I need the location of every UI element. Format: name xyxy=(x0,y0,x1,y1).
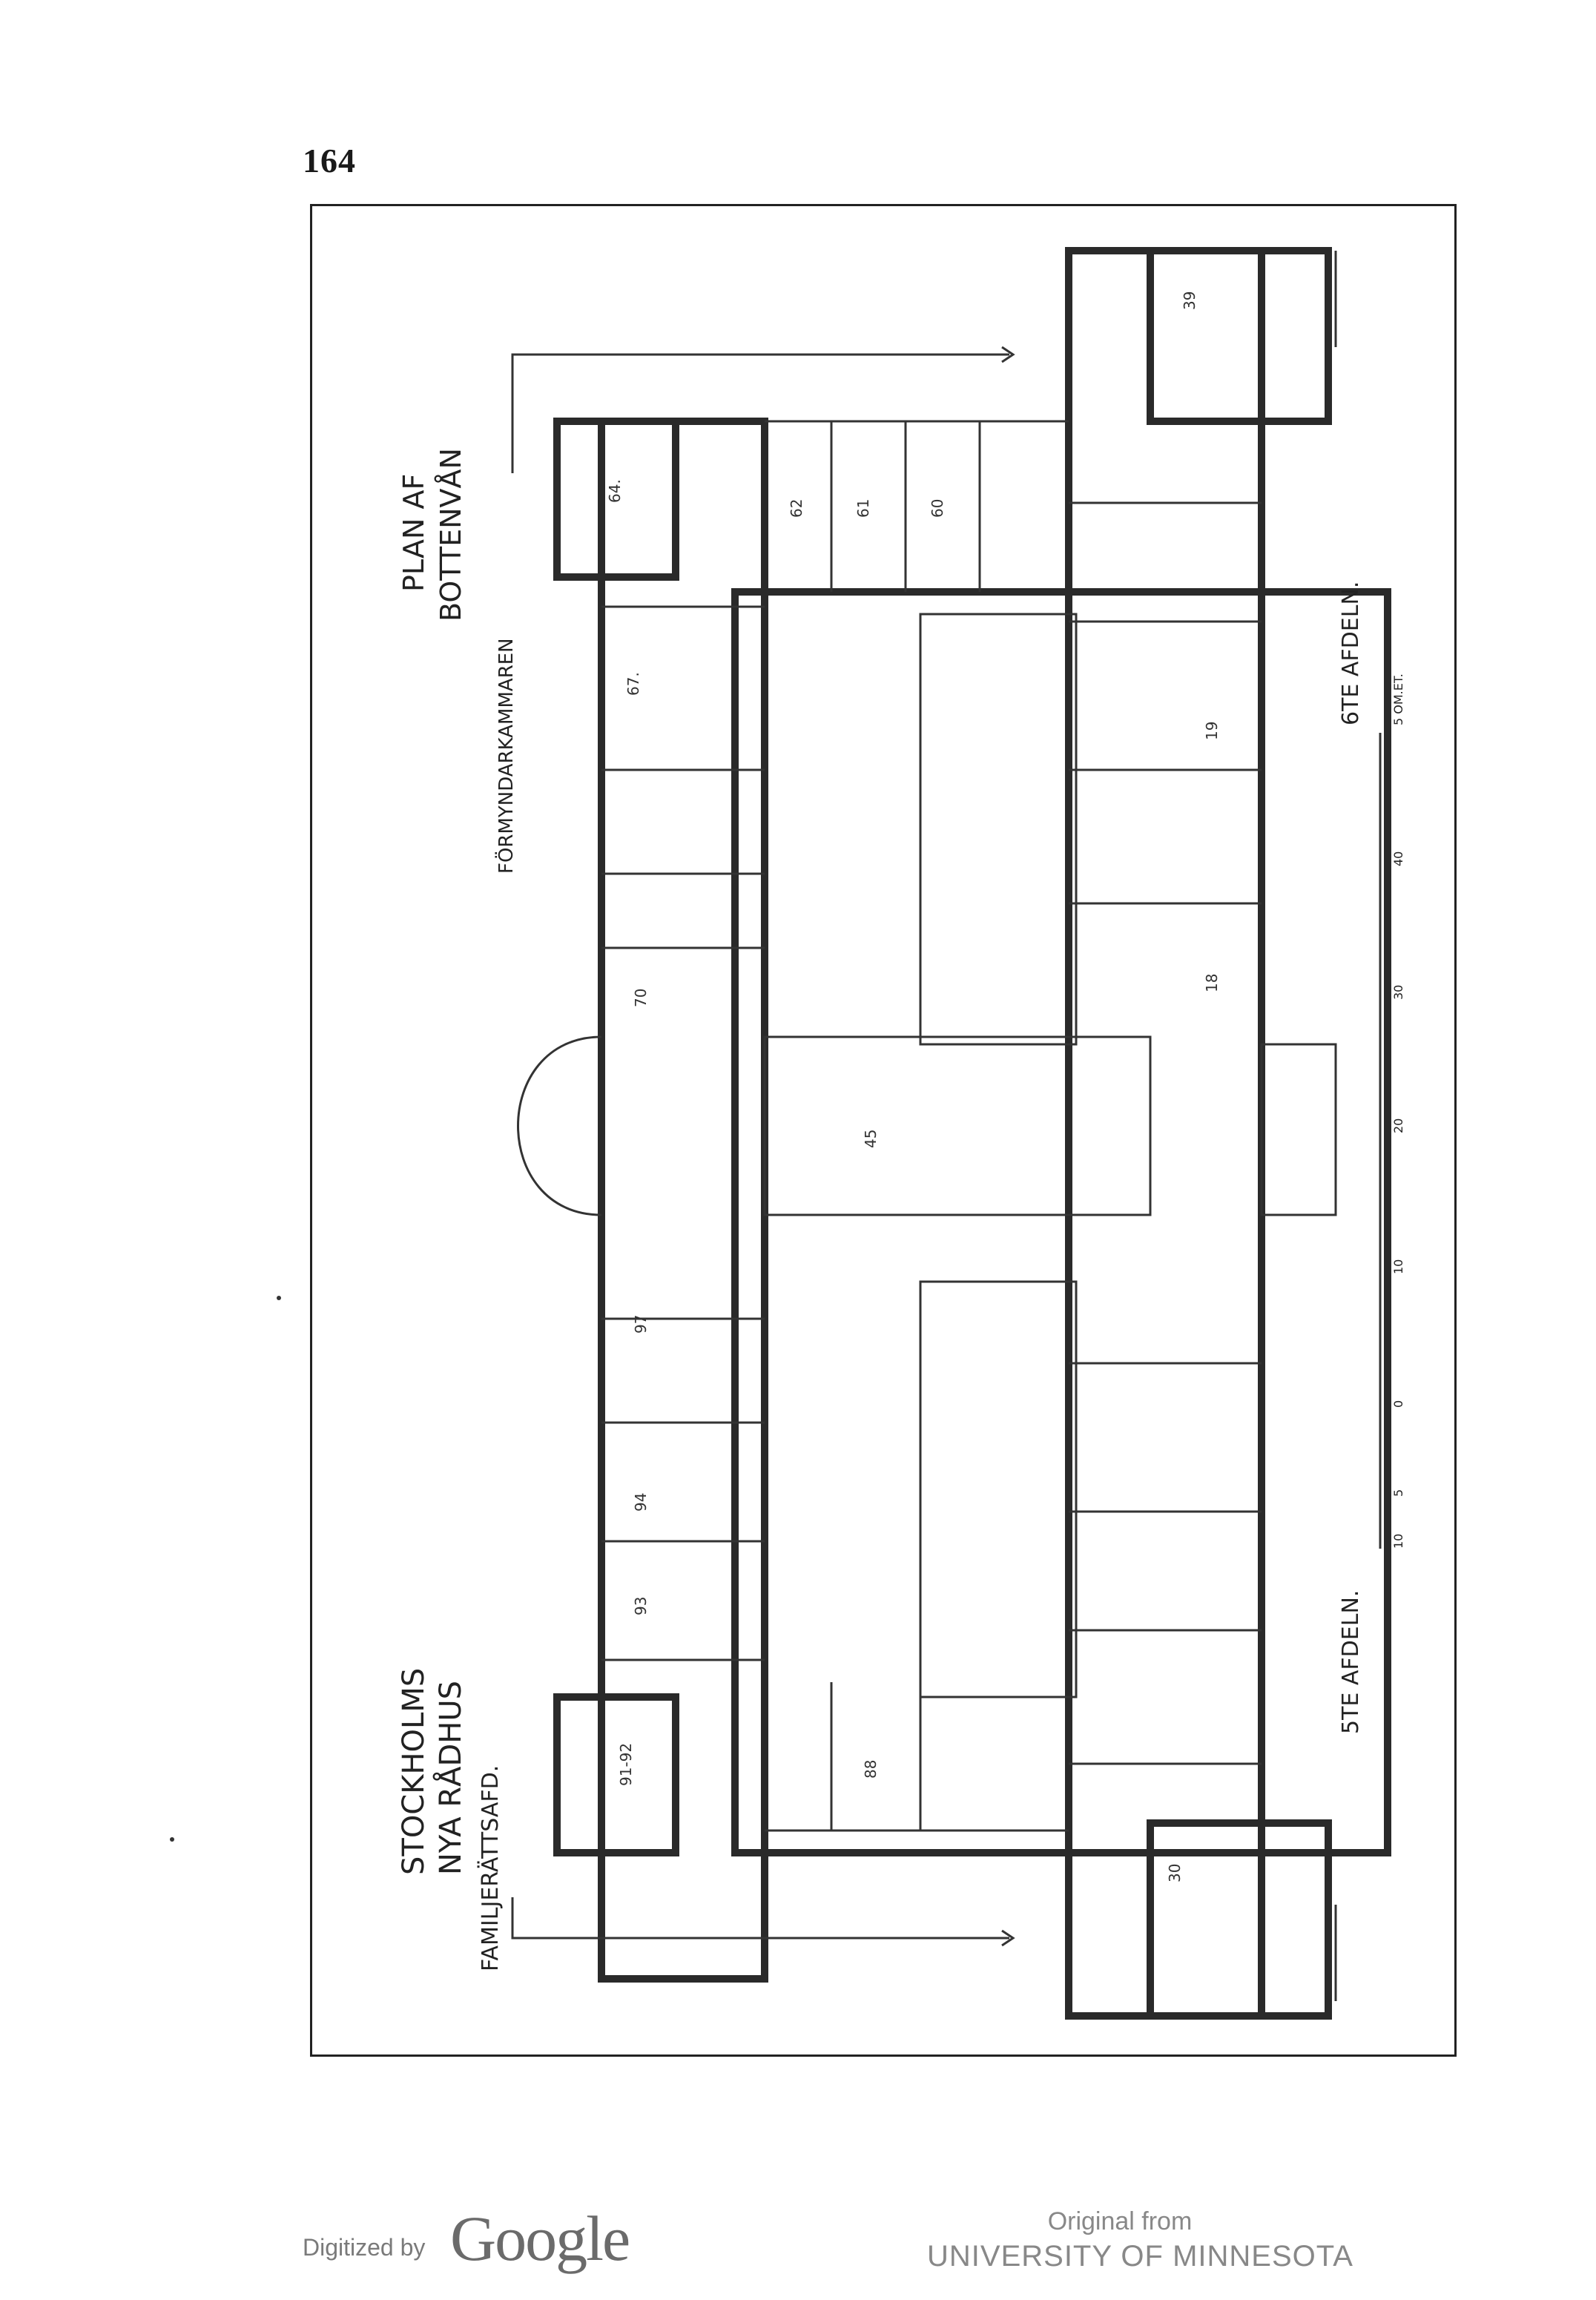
scale-tick-10: 10 xyxy=(1391,1534,1405,1549)
central-block-wall xyxy=(731,588,1391,1856)
speck xyxy=(170,1837,174,1842)
page-number: 164 xyxy=(303,142,356,179)
room-labels: 64. 62 61 60 67. 70 45 97 94 93 91-92 88… xyxy=(606,291,1221,1882)
bottom-left-pavilion xyxy=(553,1693,679,1856)
room-label: 18 xyxy=(1203,974,1221,992)
arrowhead-top xyxy=(1001,346,1015,363)
floor-plan-frame: PLAN AF BOTTENVÅN STOCKHOLMS NYA RÅDHUS … xyxy=(310,204,1457,2057)
speck xyxy=(277,1296,281,1300)
room-label: 97 xyxy=(632,1315,650,1334)
room-label: 93 xyxy=(632,1597,650,1615)
top-left-pavilion xyxy=(553,418,679,581)
plan-title-line2: BOTTENVÅN xyxy=(435,448,467,622)
floor-plan-drawing: PLAN AF BOTTENVÅN STOCKHOLMS NYA RÅDHUS … xyxy=(397,247,1405,2020)
department-right-top: 6TE AFDELN. xyxy=(1338,581,1364,725)
courtyard-upper xyxy=(919,613,1078,1046)
room-label: 64. xyxy=(606,479,624,503)
scale-tick-40: 40 xyxy=(1391,851,1405,866)
department-top: FÖRMYNDARKAMMAREN xyxy=(494,638,518,874)
central-hall xyxy=(763,1035,1152,1216)
plan-title-line1: PLAN AF xyxy=(398,474,430,592)
building-outline xyxy=(517,247,1391,2020)
arrowhead-bottom xyxy=(1001,1929,1015,1947)
room-label: 62 xyxy=(788,499,805,518)
scale-bar: 5 OM.ET. 10 5 0 10 20 30 40 xyxy=(1379,673,1405,1549)
room-label: 91-92 xyxy=(617,1743,635,1786)
bottom-right-pavilion xyxy=(1147,1819,1332,2020)
room-label: 61 xyxy=(854,499,872,518)
room-label: 19 xyxy=(1203,722,1221,740)
top-right-pavilion xyxy=(1147,247,1332,425)
original-from-text: Original from xyxy=(1047,2207,1193,2235)
scale-tick-0: 0 xyxy=(1391,1400,1405,1408)
room-label: 30 xyxy=(1166,1864,1184,1882)
university-text: UNIVERSITY OF MINNESOTA xyxy=(927,2240,1353,2273)
scale-tick-10b: 10 xyxy=(1391,1259,1405,1274)
scale-tick-20: 20 xyxy=(1391,1118,1405,1133)
room-label: 45 xyxy=(862,1130,880,1148)
department-right-bottom: 5TE AFDELN. xyxy=(1338,1590,1364,1734)
courtyard-lower xyxy=(919,1280,1078,1698)
room-label: 39 xyxy=(1181,291,1198,310)
scale-tick-30: 30 xyxy=(1391,985,1405,1000)
arrow-top xyxy=(511,353,1009,473)
google-logo: Google xyxy=(450,2203,630,2274)
right-wing-wall xyxy=(1065,247,1265,2020)
scale-tick-5: 5 xyxy=(1391,1489,1405,1497)
room-label: 60 xyxy=(929,499,946,518)
front-arch xyxy=(517,1035,602,1216)
digitized-by-text: Digitized by xyxy=(303,2234,426,2261)
arrow-bottom xyxy=(511,1897,1009,1940)
footer xyxy=(0,2181,1596,2270)
entrance-steps xyxy=(1260,1043,1337,1216)
room-label: 70 xyxy=(632,989,650,1007)
room-label: 67. xyxy=(624,672,642,696)
plan-title-left-line2: NYA RÅDHUS xyxy=(432,1681,468,1875)
department-bottom: FAMILJERÄTTSAFD. xyxy=(477,1765,504,1971)
room-label: 88 xyxy=(862,1760,880,1779)
scale-unit: 5 OM.ET. xyxy=(1391,673,1405,725)
plan-title-left-line1: STOCKHOLMS xyxy=(397,1668,431,1875)
room-label: 94 xyxy=(632,1493,650,1512)
